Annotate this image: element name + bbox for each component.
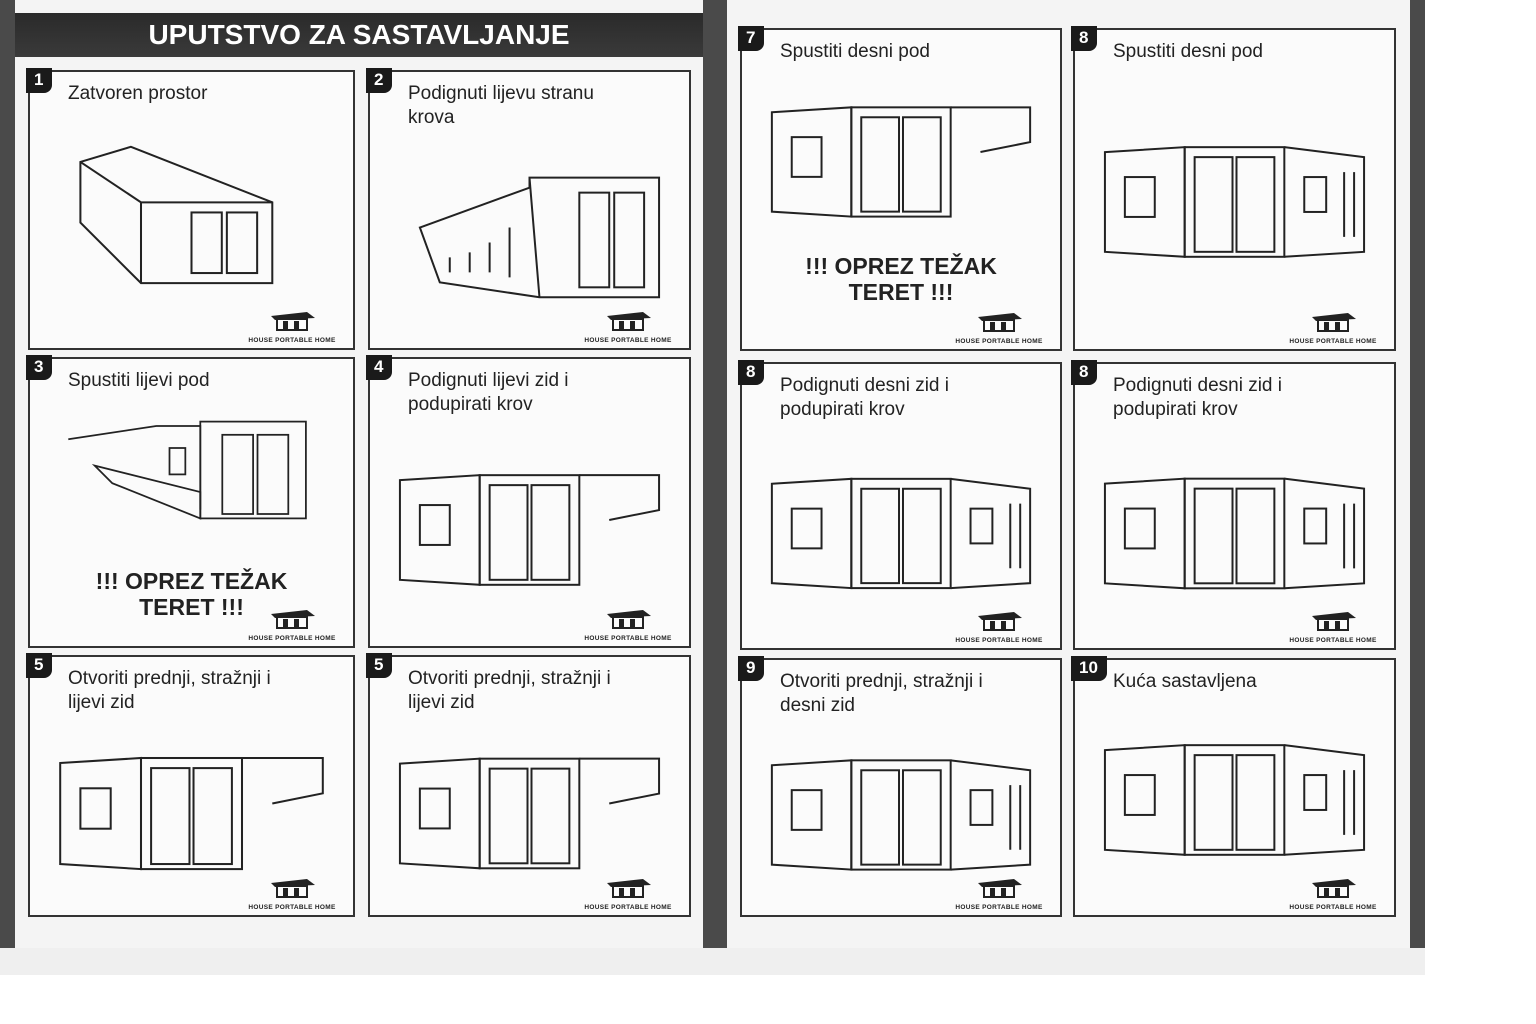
house-illustration [1085, 75, 1384, 319]
step-number-badge: 8 [738, 360, 765, 385]
brand-logo-text: HOUSE PORTABLE HOME [248, 904, 336, 911]
house-logo-icon [607, 879, 651, 898]
step-instruction: Podignuti desni zid i podupirati krov [780, 375, 949, 420]
step-instruction: Zatvoren prostor [68, 83, 208, 104]
brand-logo: HOUSE PORTABLE HOME [237, 310, 347, 344]
brand-logo: HOUSE PORTABLE HOME [944, 311, 1054, 345]
step-number-badge: 9 [738, 656, 765, 681]
brand-logo: HOUSE PORTABLE HOME [1278, 311, 1388, 345]
house-logo-icon [271, 879, 315, 898]
brand-logo-text: HOUSE PORTABLE HOME [955, 338, 1043, 345]
warning-text: TERET !!! [139, 594, 244, 620]
brand-logo-text: HOUSE PORTABLE HOME [584, 904, 672, 911]
house-logo-icon [271, 610, 315, 629]
house-illustration [380, 147, 679, 318]
step-number-badge: 1 [26, 68, 53, 93]
house-logo-icon [607, 610, 651, 629]
brand-logo-text: HOUSE PORTABLE HOME [1289, 637, 1377, 644]
brand-logo: HOUSE PORTABLE HOME [1278, 877, 1388, 911]
house-illustration [40, 117, 343, 318]
house-illustration [1085, 705, 1384, 885]
frame-middle [703, 0, 727, 948]
step-instruction: Spustiti lijevi pod [68, 370, 210, 391]
brand-logo: HOUSE PORTABLE HOME [944, 877, 1054, 911]
brand-logo-text: HOUSE PORTABLE HOME [248, 337, 336, 344]
house-illustration [1085, 439, 1384, 618]
house-logo-icon [978, 313, 1022, 332]
step-number-badge: 10 [1071, 656, 1107, 681]
step-number-badge: 8 [1071, 360, 1098, 385]
house-logo-icon [1312, 879, 1356, 898]
brand-logo: HOUSE PORTABLE HOME [1278, 610, 1388, 644]
frame-left [0, 0, 15, 948]
warning-text: !!! OPREZ TEŽAK [805, 253, 997, 279]
house-logo-icon [978, 612, 1022, 631]
brand-logo-text: HOUSE PORTABLE HOME [1289, 338, 1377, 345]
step-instruction: Spustiti desni pod [780, 41, 930, 62]
house-illustration [752, 439, 1050, 618]
house-logo-icon [607, 312, 651, 331]
step-number-badge: 4 [366, 355, 393, 380]
step-number-badge: 2 [366, 68, 393, 93]
brand-logo-text: HOUSE PORTABLE HOME [1289, 904, 1377, 911]
brand-logo: HOUSE PORTABLE HOME [573, 310, 683, 344]
brand-logo-text: HOUSE PORTABLE HOME [584, 337, 672, 344]
house-logo-icon [1312, 612, 1356, 631]
step-instruction: Otvoriti prednji, stražnji i lijevi zid [408, 668, 611, 713]
house-illustration [40, 732, 343, 885]
warning-text: TERET !!! [848, 279, 954, 305]
house-illustration [40, 404, 343, 536]
frame-right [1410, 0, 1425, 948]
step-instruction: Otvoriti prednji, stražnji i lijevi zid [68, 668, 271, 713]
house-logo-icon [1312, 313, 1356, 332]
step-instruction: Spustiti desni pod [1113, 41, 1263, 62]
house-illustration [380, 732, 679, 885]
step-number-badge: 7 [738, 26, 765, 51]
step-instruction: Podignuti desni zid i podupirati krov [1113, 375, 1282, 420]
step-instruction: Podignuti lijevu stranu krova [408, 83, 594, 128]
step-number-badge: 3 [26, 355, 53, 380]
step-instruction: Otvoriti prednji, stražnji i desni zid [780, 671, 983, 716]
warning-text: !!! OPREZ TEŽAK [95, 568, 288, 594]
brand-logo-text: HOUSE PORTABLE HOME [584, 635, 672, 642]
step-instruction: Podignuti lijevi zid i podupirati krov [408, 370, 569, 415]
house-illustration [752, 75, 1050, 239]
house-logo-icon [271, 312, 315, 331]
brand-logo: HOUSE PORTABLE HOME [237, 608, 347, 642]
page-title: UPUTSTVO ZA SASTAVLJANJE [15, 13, 703, 57]
brand-logo: HOUSE PORTABLE HOME [237, 877, 347, 911]
house-illustration [380, 434, 679, 616]
step-number-badge: 5 [366, 653, 393, 678]
brand-logo-text: HOUSE PORTABLE HOME [248, 635, 336, 642]
brand-logo: HOUSE PORTABLE HOME [573, 608, 683, 642]
house-illustration [752, 735, 1050, 885]
brand-logo: HOUSE PORTABLE HOME [944, 610, 1054, 644]
step-number-badge: 5 [26, 653, 53, 678]
house-logo-icon [978, 879, 1022, 898]
brand-logo-text: HOUSE PORTABLE HOME [955, 904, 1043, 911]
bottom-strip [0, 948, 1425, 975]
brand-logo-text: HOUSE PORTABLE HOME [955, 637, 1043, 644]
brand-logo: HOUSE PORTABLE HOME [573, 877, 683, 911]
step-instruction: Kuća sastavljena [1113, 671, 1257, 692]
step-number-badge: 8 [1071, 26, 1098, 51]
